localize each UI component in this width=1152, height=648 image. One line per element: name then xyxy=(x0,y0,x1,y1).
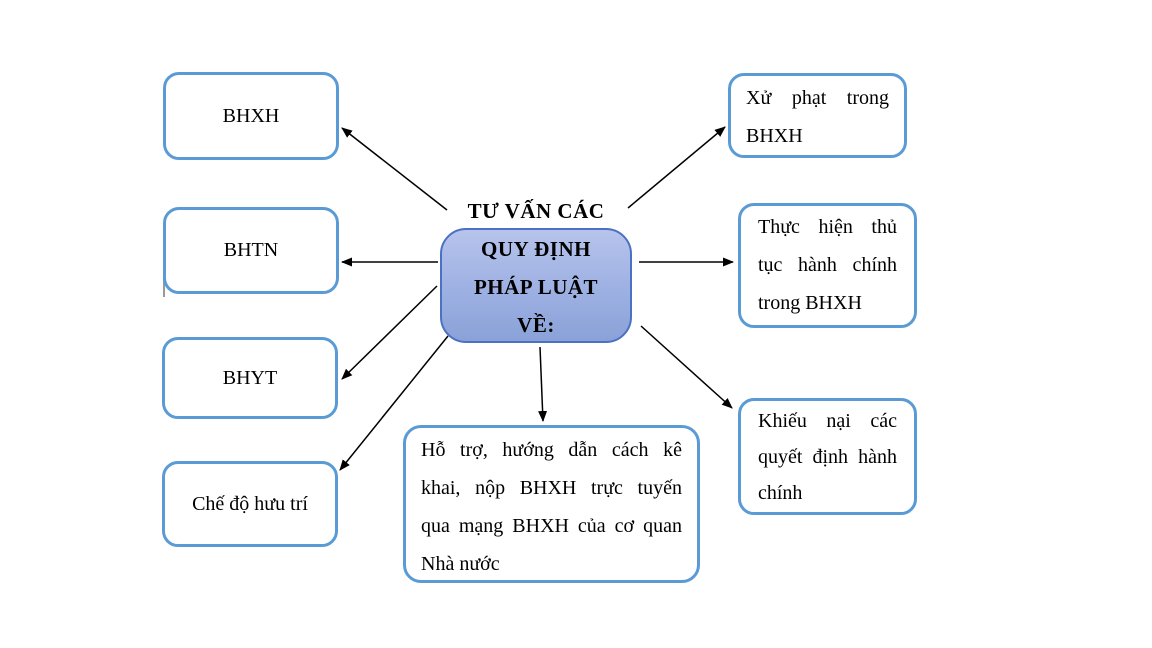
node-thu-tuc-line: tục hành chính xyxy=(758,254,897,276)
node-thu-tuc-line: Thực hiện thủ xyxy=(758,216,897,238)
node-bhxh: BHXH xyxy=(163,72,339,160)
node-khieu-nai: Khiếu nại các quyết định hành chính xyxy=(738,398,917,515)
node-bhyt-label: BHYT xyxy=(222,366,278,389)
node-ho-tro: Hỗ trợ, hướng dẫn cách kê khai, nộp BHXH… xyxy=(403,425,700,583)
center-title-line: VỀ: xyxy=(517,313,555,337)
center-title-line: TƯ VẤN CÁC xyxy=(467,199,605,223)
arrow-to-hotro xyxy=(538,346,548,422)
center-title-line: PHÁP LUẬT xyxy=(473,275,599,299)
arrow-to-bhxh xyxy=(341,127,448,211)
arrow-to-bhyt xyxy=(341,285,438,380)
node-xu-phat-line: BHXH xyxy=(746,125,803,147)
center-node-shape xyxy=(440,228,632,343)
node-khieu-nai-line: quyết định hành xyxy=(758,446,897,468)
node-thu-tuc-hanh-chinh: Thực hiện thủ tục hành chính trong BHXH xyxy=(738,203,917,328)
node-bhyt: BHYT xyxy=(162,337,338,419)
node-thu-tuc-line: trong BHXH xyxy=(758,292,862,314)
node-ho-tro-line: qua mạng BHXH của cơ quan xyxy=(421,515,682,537)
arrow-to-xuphat xyxy=(627,126,726,209)
node-khieu-nai-line: chính xyxy=(758,482,803,504)
node-bhtn-label: BHTN xyxy=(223,239,279,261)
center-title-line: QUY ĐỊNH xyxy=(481,237,591,261)
node-xu-phat: Xử phạt trong BHXH xyxy=(728,73,907,158)
arrow-to-huutri xyxy=(339,335,449,471)
node-ho-tro-line: Nhà nước xyxy=(421,553,500,575)
node-ho-tro-line: khai, nộp BHXH trực tuyến xyxy=(421,477,682,499)
node-bhxh-label: BHXH xyxy=(222,104,280,127)
node-bhtn: BHTN xyxy=(163,207,339,294)
node-xu-phat-line: Xử phạt trong xyxy=(746,87,889,109)
node-khieu-nai-line: Khiếu nại các xyxy=(758,410,897,432)
node-che-do-huu-tri-label: Chế độ hưu trí xyxy=(192,492,308,515)
node-ho-tro-line: Hỗ trợ, hướng dẫn cách kê xyxy=(421,439,682,461)
arrow-to-khieunai xyxy=(640,325,733,409)
node-che-do-huu-tri: Chế độ hưu trí xyxy=(162,461,338,547)
center-node-title: TƯ VẤN CÁC QUY ĐỊNH PHÁP LUẬT VỀ: xyxy=(421,192,651,344)
